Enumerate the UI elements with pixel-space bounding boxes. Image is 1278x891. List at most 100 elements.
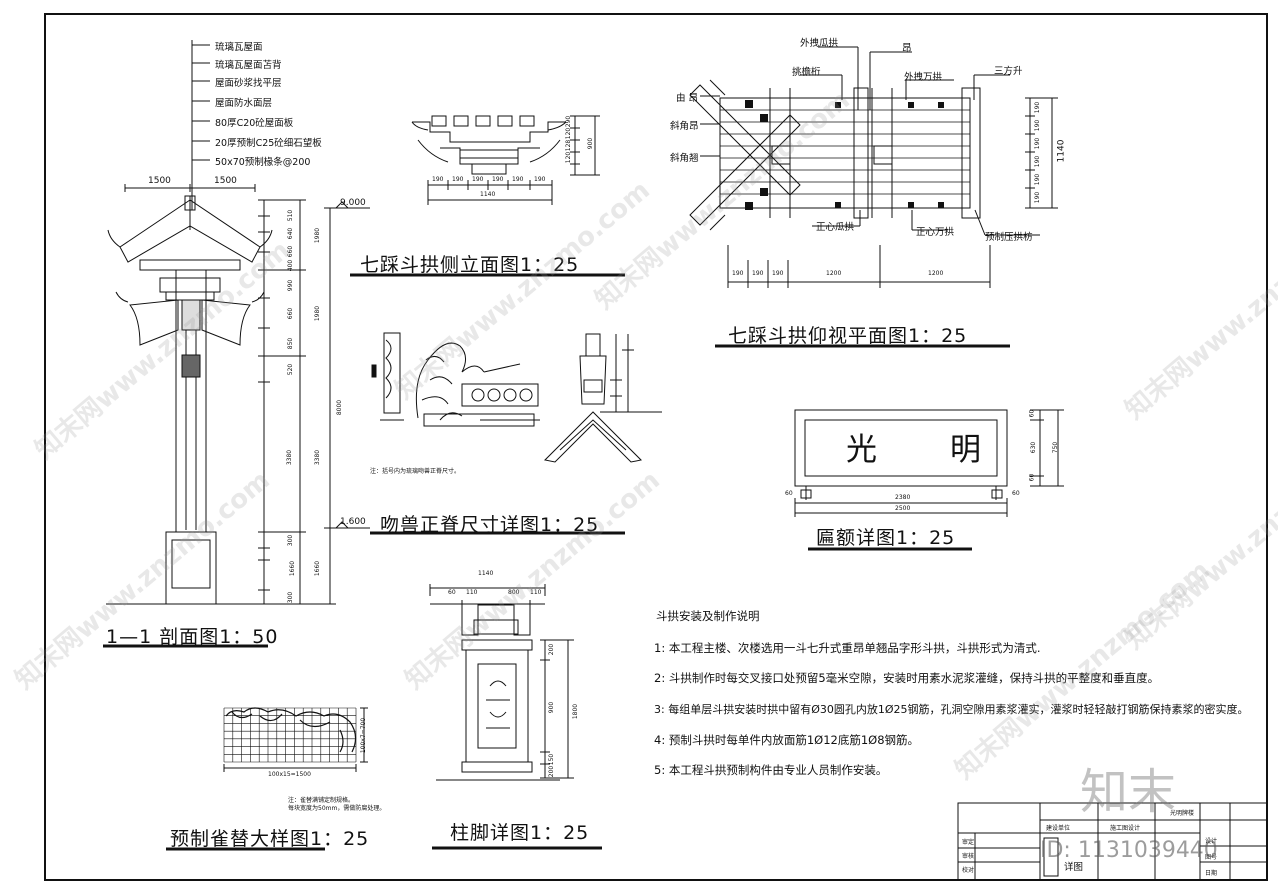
dim-label: 850 <box>287 337 295 350</box>
ridge-note: 注：括号内为琉璃吻兽正脊尺寸。 <box>370 468 461 475</box>
dim-label: 190 <box>1034 137 1042 150</box>
dim-label: 100x15=1500 <box>268 771 311 778</box>
plan-label: 三方升 <box>994 66 1023 77</box>
dim-label: 640 <box>287 227 295 240</box>
dim-label: 990 <box>287 279 295 292</box>
dim-label: 1200 <box>928 270 944 277</box>
dim-label: 1660 <box>314 560 322 577</box>
dim-label: 190 <box>1034 191 1042 204</box>
layer-label: 屋面防水面层 <box>215 98 273 109</box>
dim-label: 100x7=700 <box>360 717 368 754</box>
install-item: 3: 每组单层斗拱安装时拱中留有Ø30圆孔内放1Ø25钢筋，孔洞空隙用素浆灌实，… <box>654 703 1249 716</box>
dim-label: 110 <box>530 589 542 596</box>
dim-label: 190 <box>512 176 524 183</box>
dim-label: 150 <box>548 753 556 766</box>
lattice-grid <box>223 707 357 763</box>
dim-label: 3380 <box>314 449 322 466</box>
dim-label: 1660 <box>289 560 297 577</box>
dim-label: 750 <box>1052 441 1060 454</box>
tb-role: 校对 <box>962 867 975 874</box>
section-title: 1—1 剖面图1：50 <box>106 626 279 648</box>
level-label: 9.000 <box>340 198 366 208</box>
dim-label: 110 <box>466 589 478 596</box>
dim-label: 120 <box>565 151 573 164</box>
dim-label: 1200 <box>826 270 842 277</box>
layer-label: 屋面砂浆找平层 <box>215 78 282 89</box>
dim-label: 120 <box>565 127 573 140</box>
plan-label: 斜角昂 <box>670 121 699 132</box>
dim-label: 300 <box>287 591 295 604</box>
dim-label: 1140 <box>478 570 494 577</box>
tb-drawing-name: 详图 <box>1064 862 1084 873</box>
bracket-plan-title: 七踩斗拱仰视平面图1：25 <box>728 325 968 347</box>
brand-id: ID: 1131039440 <box>1040 838 1218 863</box>
dim-label: 60 <box>1028 409 1036 418</box>
dim-label: 1140 <box>480 191 496 198</box>
dim-label: 190 <box>752 270 764 277</box>
plaque-char: 光 <box>846 432 877 468</box>
dim-label: 1980 <box>314 227 322 244</box>
dim-label: 1500 <box>148 176 171 186</box>
dim-label: 510 <box>287 209 295 222</box>
dim-label: 60 <box>1028 473 1036 482</box>
dim-label: 190 <box>772 270 784 277</box>
plan-label: 挑檐桁 <box>792 67 821 78</box>
dim-label: 190 <box>1034 101 1042 114</box>
tb-role: 审定 <box>962 839 975 846</box>
brand-logo: 知末 <box>1080 764 1177 820</box>
tb-role: 设计 <box>1205 838 1218 845</box>
install-item: 2: 斗拱制作时每交叉接口处预留5毫米空隙，安装时用素水泥浆灌缝，保持斗拱的平整… <box>654 671 1160 685</box>
dim-label: 190 <box>472 176 484 183</box>
lattice-note: 每块宽度为50mm，需做防腐处理。 <box>288 805 386 812</box>
dim-label: 3380 <box>286 449 294 466</box>
tb-col-label: 建设单位 <box>1046 825 1071 832</box>
plaque-title: 匾额详图1：25 <box>816 527 956 549</box>
dim-label: 1980 <box>314 305 322 322</box>
dim-label: 190 <box>452 176 464 183</box>
ridge-title: 吻兽正脊尺寸详图1：25 <box>380 514 600 536</box>
install-item: 5: 本工程斗拱预制构件由专业人员制作安装。 <box>654 763 888 777</box>
dim-label: 190 <box>1034 173 1042 186</box>
dim-label: 800 <box>508 589 520 596</box>
tb-role: 审核 <box>962 853 975 860</box>
bracket-elevation-title: 七踩斗拱侧立面图1：25 <box>360 254 580 276</box>
tb-stage: 施工图设计 <box>1110 825 1141 832</box>
plan-label: 正心瓜拱 <box>816 222 855 233</box>
dim-label: 1140 <box>1056 139 1067 163</box>
tb-role: 图号 <box>1205 854 1218 861</box>
level-label: 1.600 <box>340 517 366 527</box>
dim-label: 900 <box>548 701 556 714</box>
dim-label: 520 <box>287 363 295 376</box>
dim-label: 290 <box>565 115 573 128</box>
dim-label: 400 <box>287 259 295 272</box>
dim-label: 200 <box>548 643 556 656</box>
layer-label: 20厚预制C25砼细石望板 <box>215 138 322 149</box>
install-heading: 斗拱安装及制作说明 <box>656 609 760 623</box>
plan-label: 预制压拱枋 <box>985 232 1033 243</box>
layer-label: 琉璃瓦屋面苫背 <box>215 60 282 71</box>
dim-label: 900 <box>587 137 595 150</box>
layer-label: 80厚C20砼屋面板 <box>215 118 294 129</box>
dim-label: 200 <box>548 765 556 778</box>
plan-label: 由 昂 <box>676 93 699 104</box>
dim-label: 660 <box>287 307 295 320</box>
dim-label: 128 <box>565 139 573 152</box>
dim-label: 60 <box>785 490 793 497</box>
plan-label: 正心万拱 <box>916 227 955 238</box>
layer-label: 50x70预制椽条@200 <box>215 157 311 168</box>
dim-label: 190 <box>534 176 546 183</box>
base-title: 柱脚详图1：25 <box>450 822 590 844</box>
dim-label: 2500 <box>895 505 911 512</box>
dim-label: 1500 <box>214 176 237 186</box>
plan-label: 昂 <box>902 43 912 54</box>
tb-project: 光明牌楼 <box>1170 810 1195 817</box>
dim-label: 2380 <box>895 494 911 501</box>
dim-label: 190 <box>732 270 744 277</box>
dim-label: 190 <box>432 176 444 183</box>
tb-role: 日期 <box>1205 870 1218 877</box>
install-item: 4: 预制斗拱时每单件内放面筋1Ø12底筋1Ø8钢筋。 <box>654 733 920 747</box>
lattice-title: 预制雀替大样图1：25 <box>170 828 370 850</box>
lattice-note: 注：雀替满铺定制规格。 <box>288 797 355 804</box>
